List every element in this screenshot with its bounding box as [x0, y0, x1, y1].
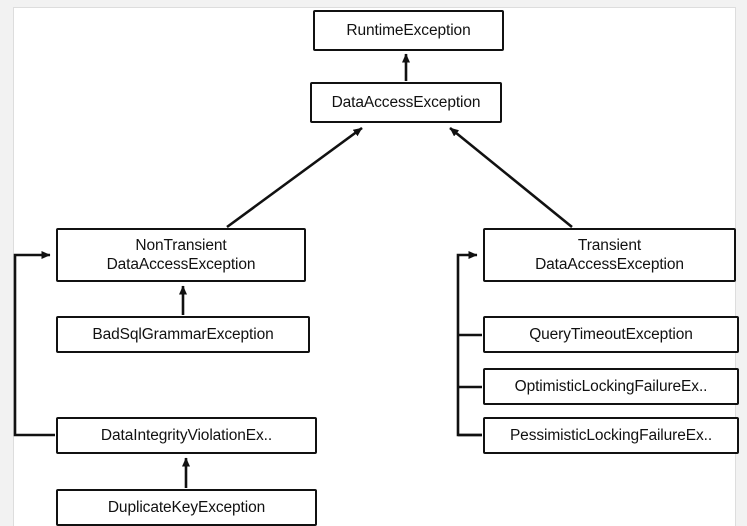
node-query-timeout-exception[interactable]: QueryTimeoutException [483, 316, 739, 353]
node-optimistic-locking-failure-exception[interactable]: OptimisticLockingFailureEx.. [483, 368, 739, 405]
node-runtime-exception[interactable]: RuntimeException [313, 10, 504, 51]
edge-integrity-to-nontransient [13, 251, 55, 437]
node-transient-data-access-exception[interactable]: Transient DataAccessException [483, 228, 736, 282]
node-non-transient-data-access-exception[interactable]: NonTransient DataAccessException [56, 228, 306, 282]
node-pessimistic-locking-failure-exception[interactable]: PessimisticLockingFailureEx.. [483, 417, 739, 454]
node-duplicate-key-exception[interactable]: DuplicateKeyException [56, 489, 317, 526]
node-data-integrity-violation-exception[interactable]: DataIntegrityViolationEx.. [56, 417, 317, 454]
node-data-access-exception[interactable]: DataAccessException [310, 82, 502, 123]
node-bad-sql-grammar-exception[interactable]: BadSqlGrammarException [56, 316, 310, 353]
edge-nontransient-to-dae [226, 126, 363, 229]
edge-bus-right-trunk [456, 251, 482, 437]
edge-transient-to-dae [449, 126, 573, 229]
